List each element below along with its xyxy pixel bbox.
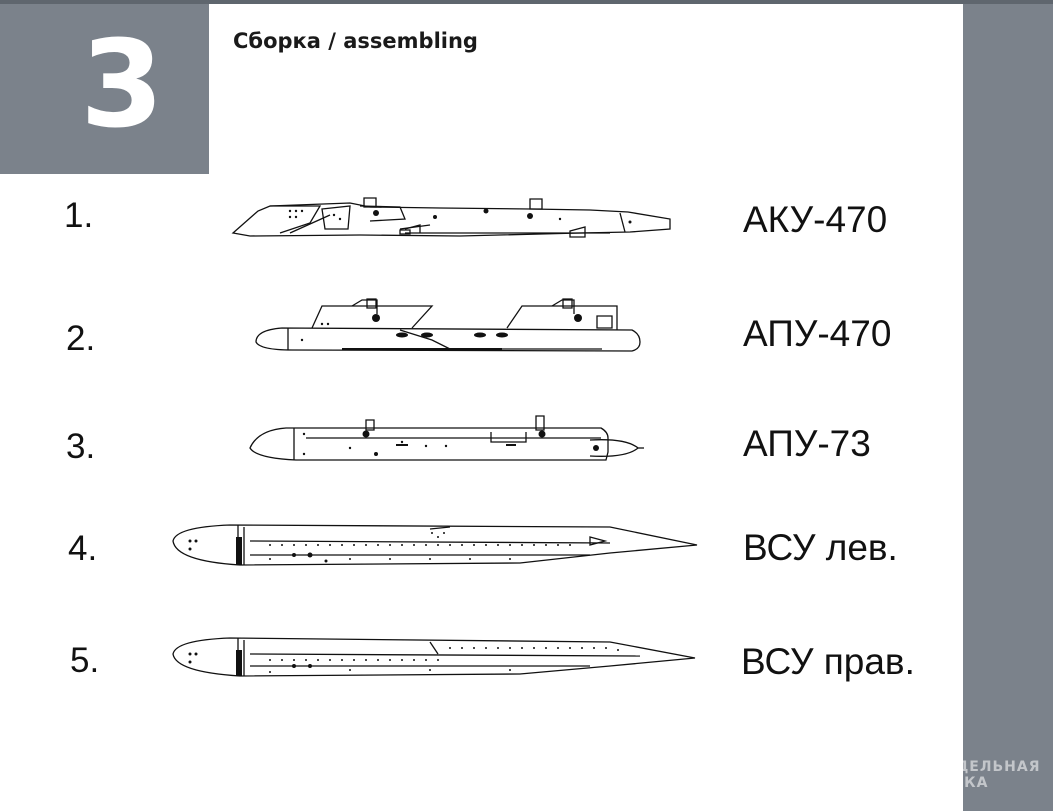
step-number-block: 3 (0, 4, 209, 174)
part-label-3: АПУ-73 (743, 423, 871, 464)
part-label-2: АПУ-470 (743, 313, 892, 354)
watermark-icon (890, 764, 922, 796)
watermark-line-2: ЛАВКА (928, 775, 989, 791)
instruction-sheet: 3 Сборка / assembling 1. (0, 4, 963, 811)
aku-470-drawing (231, 197, 671, 238)
apu-470-drawing (255, 298, 641, 352)
watermark-line-1: МОДЕЛЬНАЯ (928, 759, 1041, 775)
watermark-logo: МОДЕЛЬНАЯ ЛАВКА (886, 756, 1046, 806)
vsu-left-drawing (172, 524, 698, 566)
part-number-2: 2. (66, 319, 96, 358)
vsu-right-drawing (172, 637, 696, 677)
part-label-5: ВСУ прав. (741, 641, 915, 682)
part-number-1: 1. (64, 196, 94, 235)
part-label-1: АКУ-470 (743, 199, 888, 240)
part-number-5: 5. (70, 641, 100, 680)
step-title: Сборка / assembling (233, 29, 478, 53)
step-number: 3 (80, 16, 164, 155)
part-number-4: 4. (68, 529, 98, 568)
watermark-text: МОДЕЛЬНАЯ ЛАВКА (928, 759, 1041, 791)
part-number-3: 3. (66, 427, 96, 466)
part-label-4: ВСУ лев. (743, 527, 898, 568)
top-border (0, 0, 1053, 4)
apu-73-drawing (249, 415, 644, 461)
